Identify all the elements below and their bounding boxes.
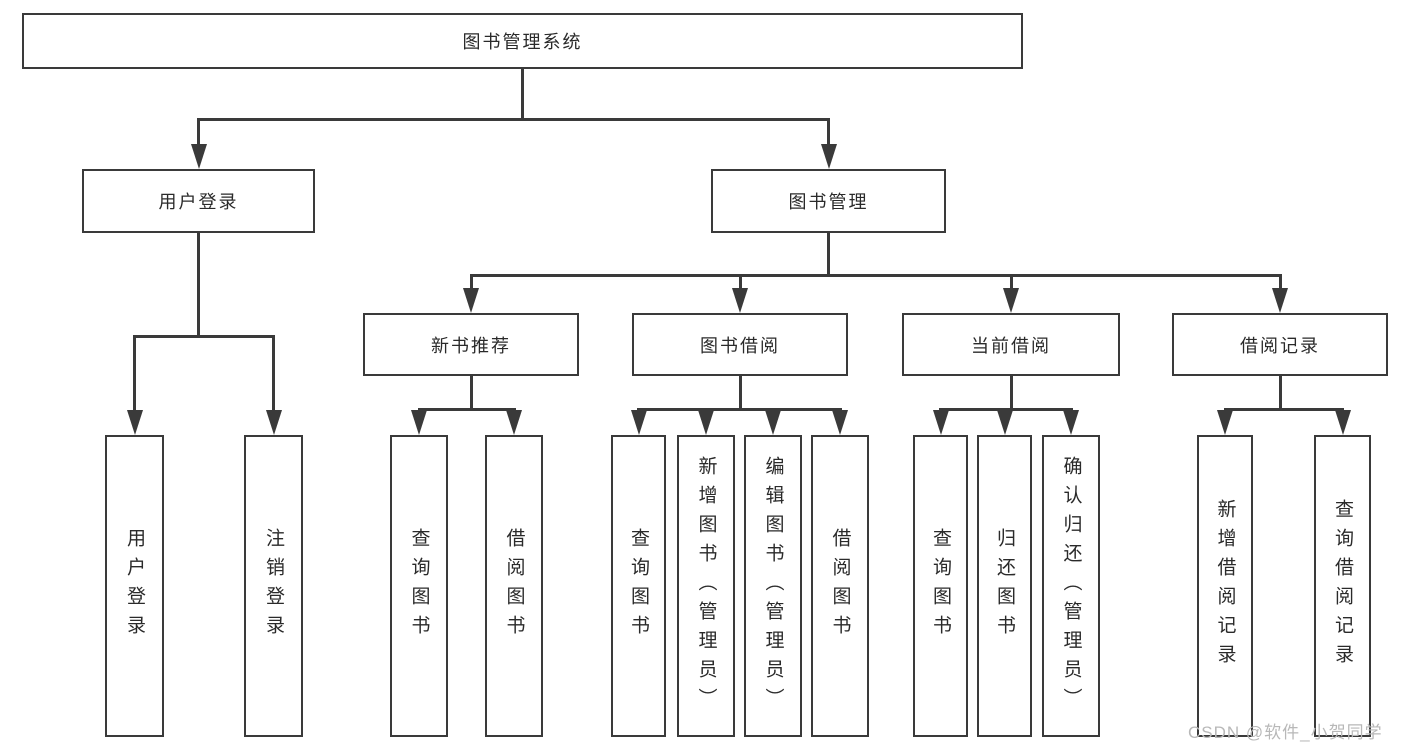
arrow-down-icon bbox=[820, 144, 837, 169]
node-leaf-query-book-1: 查询图书 bbox=[390, 435, 448, 737]
connector-line bbox=[197, 118, 830, 121]
connector-line bbox=[521, 69, 524, 121]
connector-line bbox=[1278, 274, 1282, 290]
arrow-down-icon bbox=[1003, 288, 1019, 313]
arrow-down-icon bbox=[698, 410, 714, 435]
node-book-mgmt: 图书管理 bbox=[711, 169, 946, 233]
node-leaf-user-login: 用户登录 bbox=[105, 435, 164, 737]
connector-line bbox=[738, 274, 742, 290]
node-leaf-borrow-book-1: 借阅图书 bbox=[485, 435, 543, 737]
connector-line bbox=[1009, 274, 1013, 290]
node-leaf-add-record: 新增借阅记录 bbox=[1197, 435, 1253, 737]
connector-line bbox=[827, 233, 830, 277]
node-root: 图书管理系统 bbox=[22, 13, 1023, 69]
node-current-borrow: 当前借阅 bbox=[902, 313, 1120, 376]
connector-line bbox=[1009, 376, 1013, 411]
arrow-down-icon bbox=[265, 410, 282, 435]
connector-line bbox=[469, 274, 473, 290]
node-user-login: 用户登录 bbox=[82, 169, 315, 233]
arrow-down-icon bbox=[411, 410, 427, 435]
connector-line bbox=[133, 335, 275, 338]
connector-line bbox=[738, 376, 742, 411]
connector-line bbox=[197, 233, 200, 338]
arrow-down-icon bbox=[1334, 410, 1351, 435]
node-leaf-query-book-2: 查询图书 bbox=[611, 435, 666, 737]
arrow-down-icon bbox=[1063, 410, 1079, 435]
connector-line bbox=[1223, 408, 1344, 411]
connector-line bbox=[469, 376, 473, 411]
arrow-down-icon bbox=[1272, 288, 1288, 313]
node-new-book-rec: 新书推荐 bbox=[363, 313, 579, 376]
connector-line bbox=[272, 335, 275, 412]
node-leaf-query-record: 查询借阅记录 bbox=[1314, 435, 1371, 737]
arrow-down-icon bbox=[190, 144, 207, 169]
node-leaf-return-book: 归还图书 bbox=[977, 435, 1032, 737]
arrow-down-icon bbox=[1217, 410, 1233, 435]
connector-line bbox=[417, 408, 516, 411]
arrow-down-icon bbox=[630, 410, 647, 435]
connector-line bbox=[197, 118, 200, 146]
watermark: CSDN @软件_小贺同学 bbox=[1188, 723, 1383, 742]
node-leaf-logout: 注销登录 bbox=[244, 435, 303, 737]
connector-line bbox=[469, 274, 1282, 277]
node-leaf-edit-book: 编辑图书（管理员） bbox=[744, 435, 802, 737]
node-leaf-borrow-book-2: 借阅图书 bbox=[811, 435, 869, 737]
arrow-down-icon bbox=[832, 410, 848, 435]
node-book-borrow: 图书借阅 bbox=[632, 313, 848, 376]
arrow-down-icon bbox=[932, 410, 949, 435]
arrow-down-icon bbox=[996, 410, 1013, 435]
arrow-down-icon bbox=[506, 410, 522, 435]
connector-line bbox=[637, 408, 842, 411]
connector-line bbox=[1278, 376, 1282, 411]
arrow-down-icon bbox=[732, 288, 748, 313]
connector-line bbox=[133, 335, 136, 412]
node-borrow-records: 借阅记录 bbox=[1172, 313, 1388, 376]
arrow-down-icon bbox=[765, 410, 781, 435]
connector-line bbox=[827, 118, 830, 146]
arrow-down-icon bbox=[126, 410, 143, 435]
arrow-down-icon bbox=[463, 288, 479, 313]
node-leaf-add-book: 新增图书（管理员） bbox=[677, 435, 735, 737]
node-leaf-confirm-return: 确认归还（管理员） bbox=[1042, 435, 1100, 737]
node-leaf-query-book-3: 查询图书 bbox=[913, 435, 968, 737]
